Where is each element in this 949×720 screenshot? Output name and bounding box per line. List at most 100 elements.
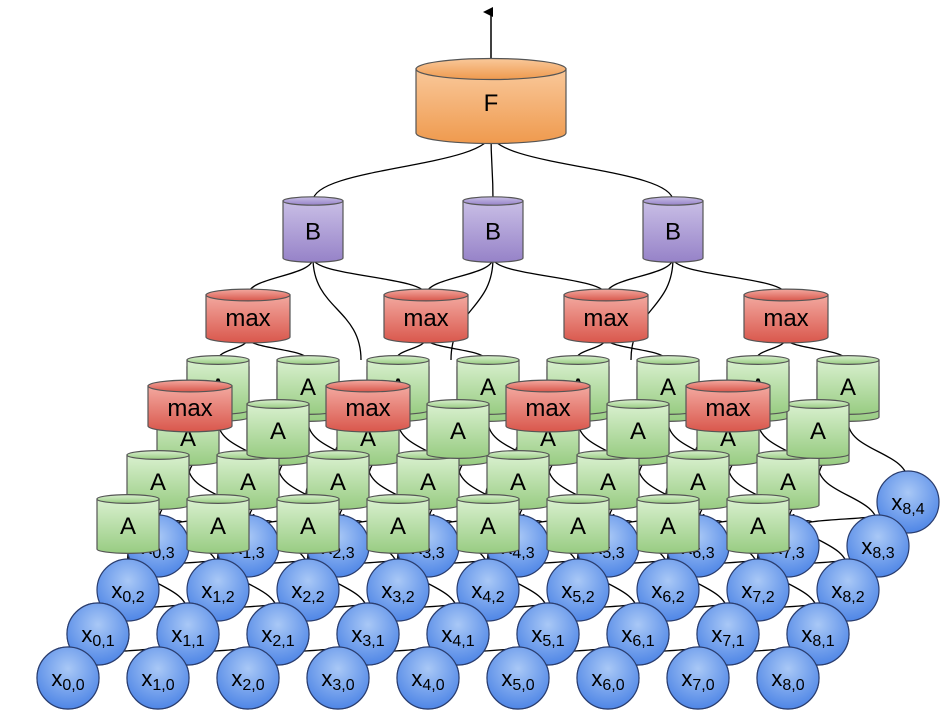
a-node-1-1-label: A — [240, 469, 256, 496]
lower-max-node-3-label: max — [705, 395, 750, 422]
a-node-edge-1-body — [786, 403, 850, 459]
input-node-2-0-circle — [216, 646, 280, 710]
a-node-4-1-label: A — [510, 469, 526, 496]
a-node-0-0-top — [96, 494, 160, 504]
a-node-2-1-label: A — [330, 469, 346, 496]
input-node-2-1: x2,1 — [246, 602, 310, 666]
input-node-0-1-circle — [66, 602, 130, 666]
a-node-back2-2-top — [636, 355, 700, 365]
a-node-edge-1-label: A — [810, 418, 826, 445]
lower-max-node-1-body — [325, 385, 411, 433]
input-node-5-2-label: x5,2 — [561, 578, 594, 606]
input-node-3-1-symbol: x — [351, 622, 362, 647]
wire-b-a — [630, 257, 674, 361]
input-node-8-3-subscript: 8,3 — [872, 545, 894, 562]
upper-max-node-0-label: max — [225, 305, 270, 332]
input-node-3-0-symbol: x — [321, 666, 332, 691]
a-node-back-0-top — [186, 355, 250, 365]
input-node-6-2-label: x6,2 — [651, 578, 684, 606]
a-node-6-0-body — [636, 498, 700, 554]
a-node-back2-1-top — [456, 355, 520, 365]
input-node-3-2-circle — [366, 558, 430, 622]
input-node-6-2-circle — [636, 558, 700, 622]
output-node-f-label: F — [484, 90, 499, 117]
upper-max-node-3: max — [743, 288, 829, 344]
input-node-6-1-label: x6,1 — [621, 622, 654, 650]
b-node-0-body — [282, 200, 344, 263]
input-node-6-0-circle — [576, 646, 640, 710]
input-node-2-1-circle — [246, 602, 310, 666]
input-node-6-0: x6,0 — [576, 646, 640, 710]
lower-max-node-0-label: max — [167, 395, 212, 422]
a-node-2-0-body — [276, 498, 340, 554]
a-node-4-0-label: A — [480, 513, 496, 540]
input-node-7-0-circle — [666, 646, 730, 710]
input-node-1-0-label: x1,0 — [141, 666, 174, 694]
input-node-2-0-subscript: 2,0 — [242, 677, 264, 694]
a-node-0-0-body — [96, 498, 160, 554]
input-node-7-2-circle — [726, 558, 790, 622]
b-node-0-label: B — [305, 219, 321, 246]
a-node-1-0-label: A — [210, 513, 226, 540]
input-node-1-2: x1,2 — [186, 558, 250, 622]
a-node-mid-0: A — [246, 399, 310, 459]
lower-max-node-3: max — [685, 379, 771, 433]
input-node-8-1: x8,1 — [786, 602, 850, 666]
a-node-6-1-top — [666, 450, 730, 460]
input-node-7-2-symbol: x — [741, 578, 752, 603]
input-node-6-1: x6,1 — [606, 602, 670, 666]
a-node-back2-1-label: A — [480, 374, 496, 401]
wire-f-b — [312, 132, 492, 202]
input-node-8-0: x8,0 — [756, 646, 820, 710]
a-node-mid-1-body — [426, 403, 490, 459]
upper-max-node-0-body — [205, 294, 291, 344]
b-node-1-label: B — [485, 219, 501, 246]
input-node-2-0-symbol: x — [231, 666, 242, 691]
input-node-4-0-symbol: x — [411, 666, 422, 691]
a-node-3-0-top — [366, 494, 430, 504]
input-node-5-0-symbol: x — [501, 666, 512, 691]
input-node-2-0-label: x2,0 — [231, 666, 264, 694]
a-node-mid-2-top — [606, 399, 670, 409]
output-node-f-body — [415, 68, 567, 145]
input-node-8-1-symbol: x — [801, 622, 812, 647]
input-node-4-1: x4,1 — [426, 602, 490, 666]
input-node-3-0-circle — [306, 646, 370, 710]
a-node-2-0-label: A — [300, 513, 316, 540]
input-node-0-1-subscript: 0,1 — [92, 633, 114, 650]
input-node-7-2-label: x7,2 — [741, 578, 774, 606]
input-node-8-3-circle — [846, 514, 910, 578]
input-node-2-2-subscript: 2,2 — [302, 589, 324, 606]
input-node-6-2: x6,2 — [636, 558, 700, 622]
a-node-mid-1: A — [426, 399, 490, 459]
input-node-1-2-subscript: 1,2 — [212, 589, 234, 606]
a-node-5-0-label: A — [570, 513, 586, 540]
input-node-7-1-label: x7,1 — [711, 622, 744, 650]
input-node-4-2: x4,2 — [456, 558, 520, 622]
a-node-mid-0-top — [246, 399, 310, 409]
input-node-2-2: x2,2 — [276, 558, 340, 622]
wire-f-b — [490, 132, 674, 202]
b-node-1-top — [462, 196, 524, 206]
input-node-8-0-circle — [756, 646, 820, 710]
lower-max-node-1: max — [325, 379, 411, 433]
lower-max-node-0: max — [147, 379, 233, 433]
input-node-1-1-symbol: x — [171, 622, 182, 647]
input-node-8-2-symbol: x — [831, 578, 842, 603]
input-node-6-1-symbol: x — [621, 622, 632, 647]
input-node-7-1-circle — [696, 602, 760, 666]
lower-max-node-1-top — [325, 379, 411, 393]
a-node-0-0-label: A — [120, 513, 136, 540]
output-node-f: F — [415, 57, 567, 145]
input-node-1-0-subscript: 1,0 — [152, 677, 174, 694]
lower-max-node-2-top — [505, 379, 591, 393]
a-node-back-1-top — [366, 355, 430, 365]
a-node-1-0-body — [186, 498, 250, 554]
input-node-8-0-label: x8,0 — [771, 666, 804, 694]
input-node-8-4: x8,4 — [876, 470, 940, 534]
a-node-edge-0-label: A — [840, 374, 856, 401]
input-node-6-0-subscript: 6,0 — [602, 677, 624, 694]
lower-max-node-3-body — [685, 385, 771, 433]
input-node-4-2-symbol: x — [471, 578, 482, 603]
input-node-6-0-label: x6,0 — [591, 666, 624, 694]
